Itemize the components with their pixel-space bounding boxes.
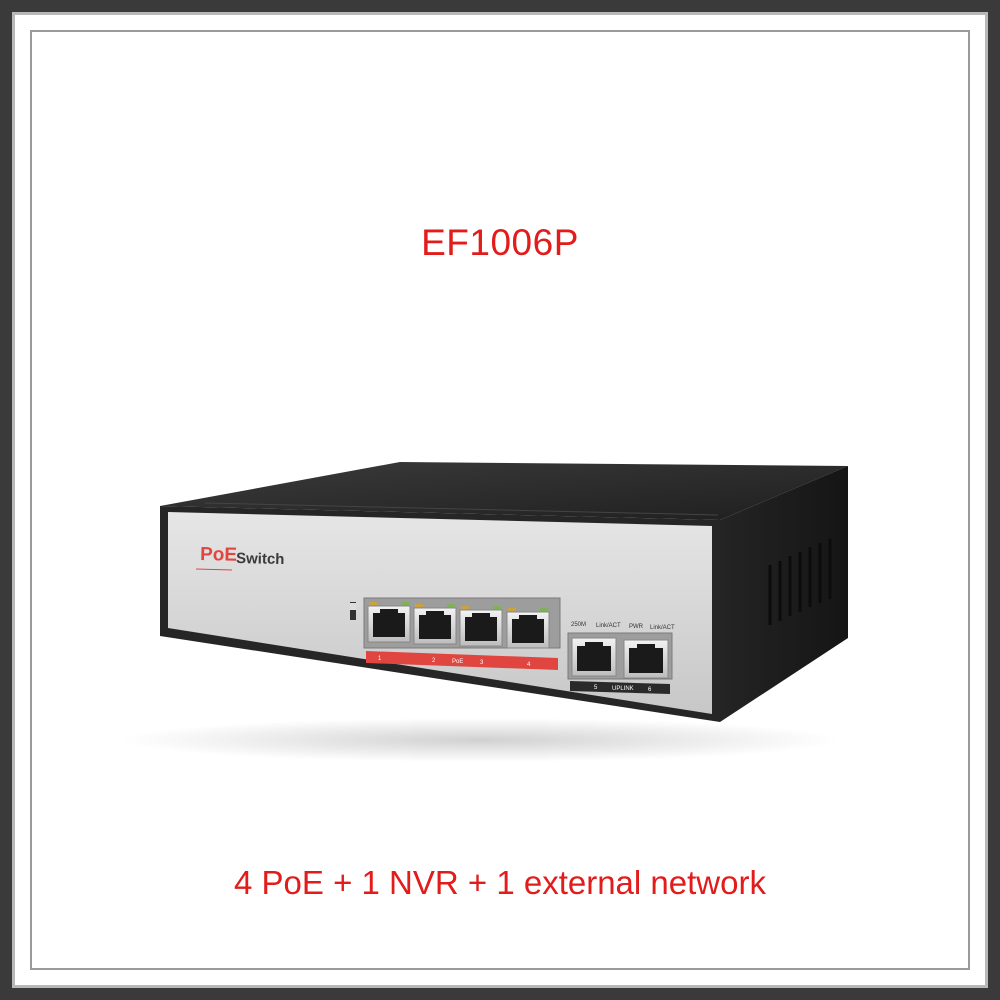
image-frame-inner-border (30, 30, 970, 970)
rj45-port-5 (571, 637, 617, 677)
rj45-port-6 (623, 639, 669, 679)
poe-port-number-2: 2 (432, 658, 436, 664)
rj45-port-1 (367, 602, 411, 643)
poe-port-number-3: 3 (480, 660, 484, 666)
mode-toggle-knob (350, 603, 356, 610)
poe-port-group: 1 2 PoE 3 4 (363, 597, 561, 670)
uplink-port-group: 250M Link/ACT PWR Link/ACT 5 UPLINK 6 (567, 622, 675, 694)
uplink-black-strip (570, 681, 670, 694)
mode-toggle (350, 602, 356, 620)
uplink-port-number-6: 6 (648, 687, 652, 693)
uplink-led-label-link-act-5: Link/ACT (596, 623, 621, 629)
uplink-led-label-pwr: PWR (629, 624, 644, 630)
side-vents (768, 539, 832, 625)
poe-port-number-4: 4 (527, 662, 531, 668)
caption-text: 4 PoE + 1 NVR + 1 external network (234, 864, 766, 901)
poe-port-number-1: 1 (378, 656, 382, 662)
rj45-port-2 (413, 604, 457, 645)
lid-ridge (204, 502, 719, 516)
brand-underline (195, 568, 233, 571)
uplink-group-label: UPLINK (612, 686, 634, 692)
uplink-led-label-link-act-6: Link/ACT (650, 625, 675, 631)
uplink-led-label-250m: 250M (571, 622, 586, 628)
uplink-port-number-5: 5 (594, 685, 598, 691)
model-label: EF1006P (421, 222, 579, 263)
poe-group-label: PoE (452, 659, 463, 665)
poe-red-strip (366, 651, 558, 670)
rj45-port-4 (506, 608, 550, 649)
rj45-port-3 (459, 606, 503, 647)
switch-right-side (720, 466, 848, 722)
floor-shadow (120, 718, 840, 762)
brand-poe-text: PoE (200, 544, 237, 566)
brand-switch-text: Switch (236, 550, 285, 568)
